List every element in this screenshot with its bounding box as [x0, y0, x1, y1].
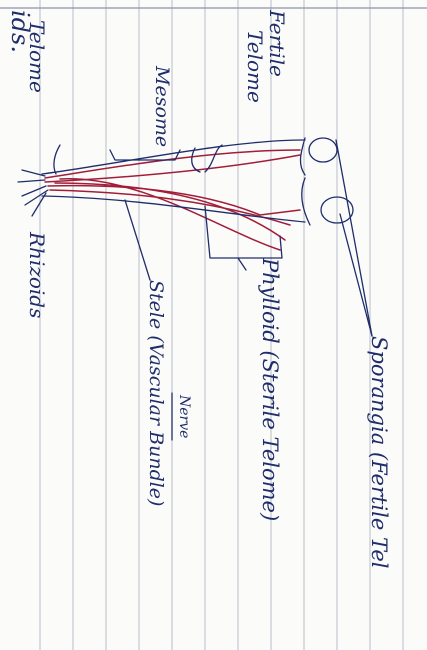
mesome-label: Mesome [151, 65, 173, 147]
phylloid-label: Phylloid (Sterile Telome) [258, 257, 282, 521]
plant-axis-drawing [18, 138, 353, 258]
stele-label: Stele (Vascular Bundle) [145, 280, 167, 506]
sporangia-label: Sporangia (Fertile Tel [367, 336, 391, 569]
rhizoids-label: Rhizoids [25, 231, 49, 318]
fertile-telome-label-line2: Telome [243, 30, 267, 103]
telome-label: Telome [25, 20, 49, 93]
nerve-label: Nerve [176, 394, 192, 438]
fertile-telome-label-line1: Fertile [265, 9, 289, 77]
